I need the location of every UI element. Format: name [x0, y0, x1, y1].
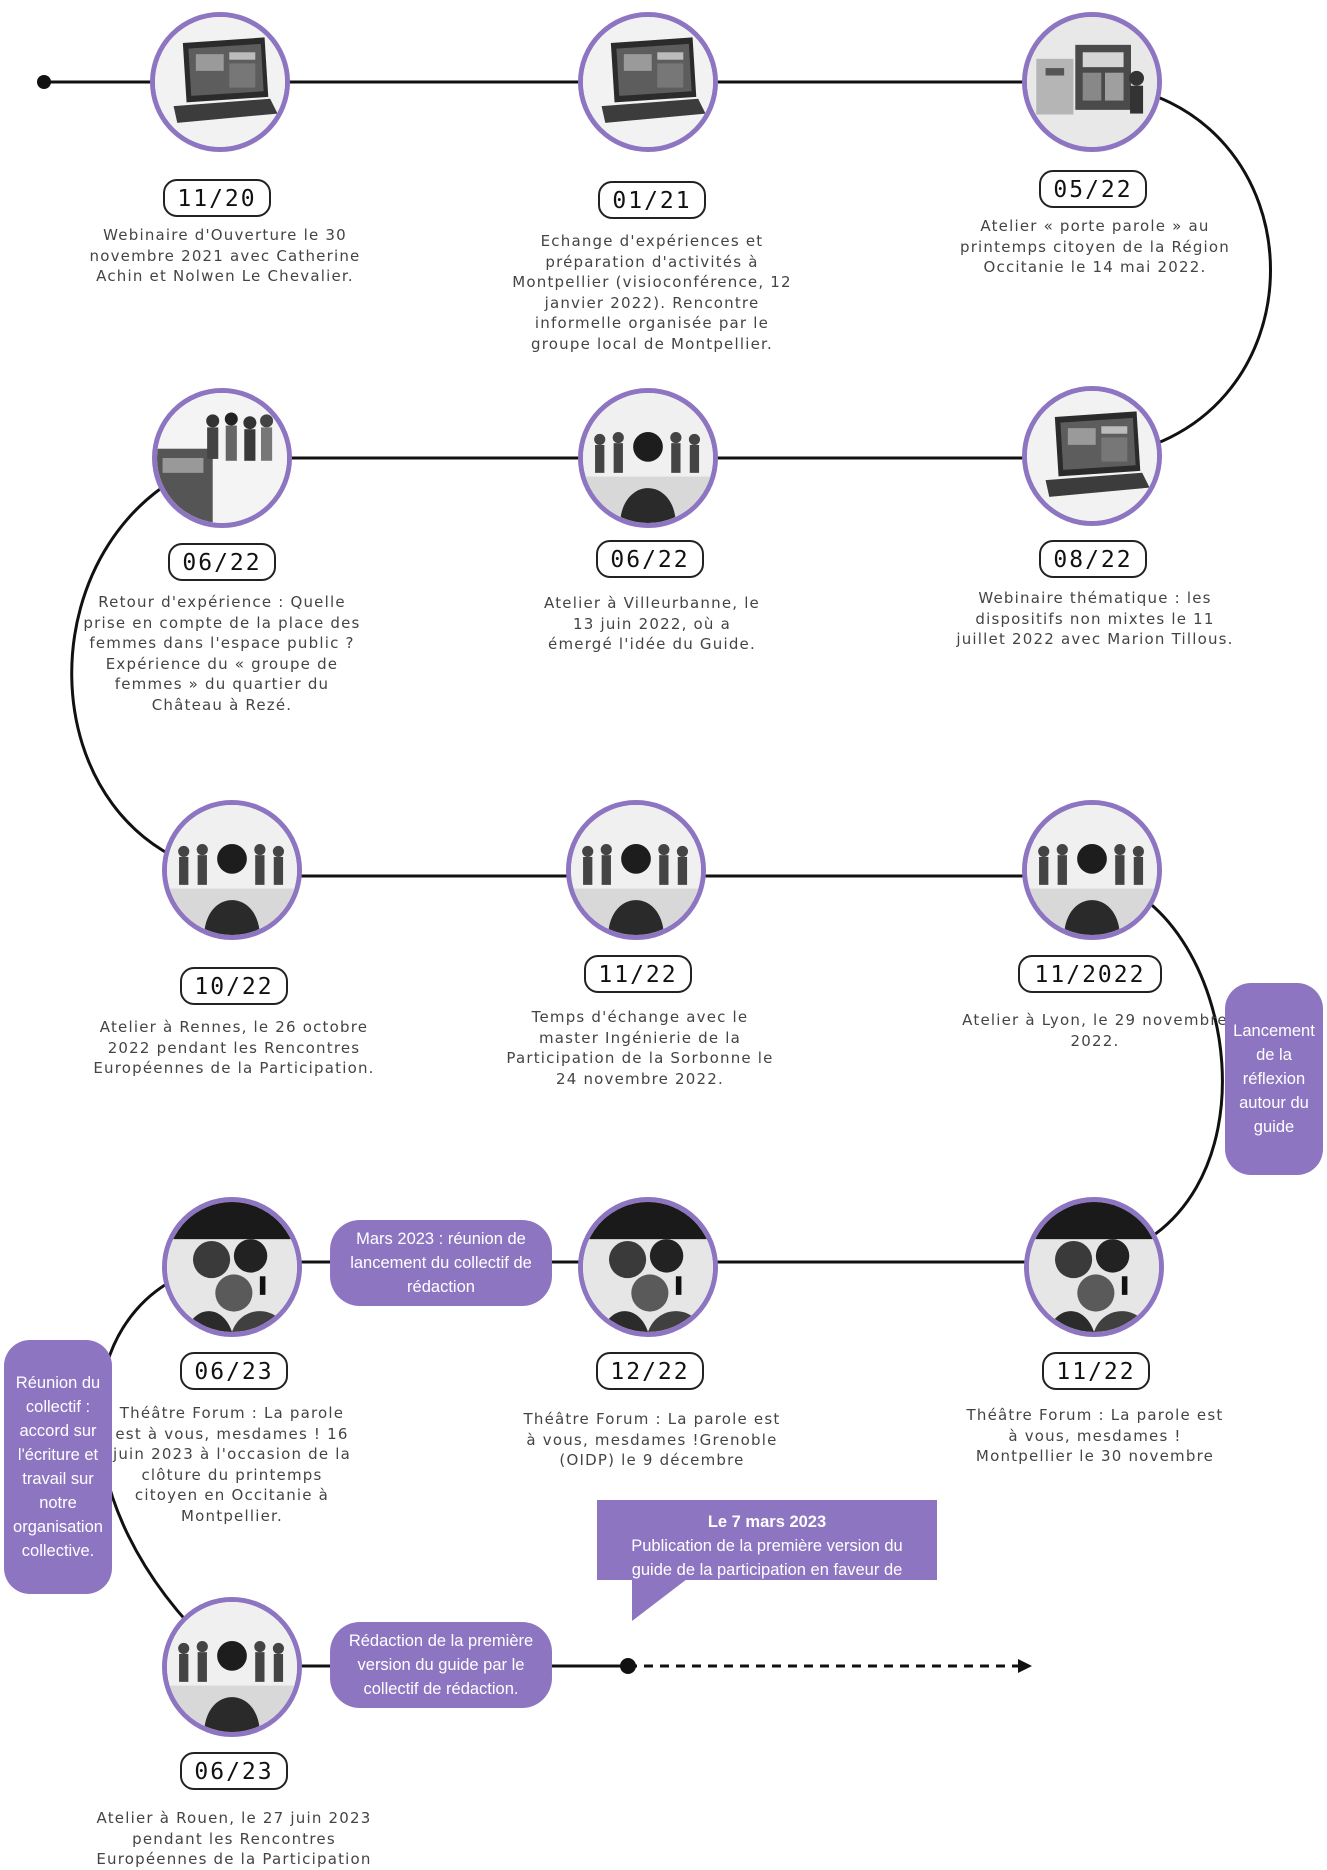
event-7-image	[162, 800, 302, 940]
callout-title: Le 7 mars 2023	[707, 1513, 827, 1531]
event-4-date: 08/22	[1039, 540, 1147, 578]
event-2-date: 01/21	[598, 181, 706, 219]
event-8-date: 11/22	[584, 955, 692, 993]
event-6-date: 06/22	[168, 543, 276, 581]
theatre-photo-icon	[167, 1202, 297, 1332]
event-9-date: 11/2022	[1018, 955, 1162, 993]
theatre-photo-icon	[583, 1202, 713, 1332]
event-8-image	[566, 800, 706, 940]
event-11-date: 12/22	[596, 1352, 704, 1390]
event-12-image	[162, 1197, 302, 1337]
event-12-date: 06/23	[180, 1352, 288, 1390]
event-13-date: 06/23	[180, 1752, 288, 1790]
event-3-date: 05/22	[1039, 170, 1147, 208]
event-7-date: 10/22	[180, 967, 288, 1005]
timeline-start-dot	[37, 75, 51, 89]
callout-pointer	[632, 1579, 687, 1621]
event-5-date: 06/22	[596, 540, 704, 578]
group-photo-icon	[157, 393, 287, 523]
workshop-photo-icon	[167, 1602, 297, 1732]
publication-callout: Le 7 mars 2023 Publication de la premièr…	[597, 1500, 937, 1603]
event-10-image	[1024, 1197, 1164, 1337]
stand-photo-icon	[1027, 17, 1157, 147]
laptop-icon	[1027, 391, 1157, 521]
theatre-photo-icon	[1029, 1202, 1159, 1332]
event-6-image	[152, 388, 292, 528]
event-10-date: 11/22	[1042, 1352, 1150, 1390]
event-4-image	[1022, 386, 1162, 526]
workshop-photo-icon	[571, 805, 701, 935]
event-5-image	[578, 388, 718, 528]
workshop-photo-icon	[583, 393, 713, 523]
laptop-icon	[583, 17, 713, 147]
workshop-photo-icon	[167, 805, 297, 935]
workshop-photo-icon	[1027, 805, 1157, 935]
event-2-image	[578, 12, 718, 152]
event-3-image	[1022, 12, 1162, 152]
arrow-head-icon	[1018, 1659, 1032, 1673]
event-11-image	[578, 1197, 718, 1337]
event-13-image	[162, 1597, 302, 1737]
laptop-icon	[155, 17, 285, 147]
event-9-image	[1022, 800, 1162, 940]
timeline-current-dot	[620, 1658, 636, 1674]
event-1-date: 11/20	[163, 179, 271, 217]
event-1-image	[150, 12, 290, 152]
